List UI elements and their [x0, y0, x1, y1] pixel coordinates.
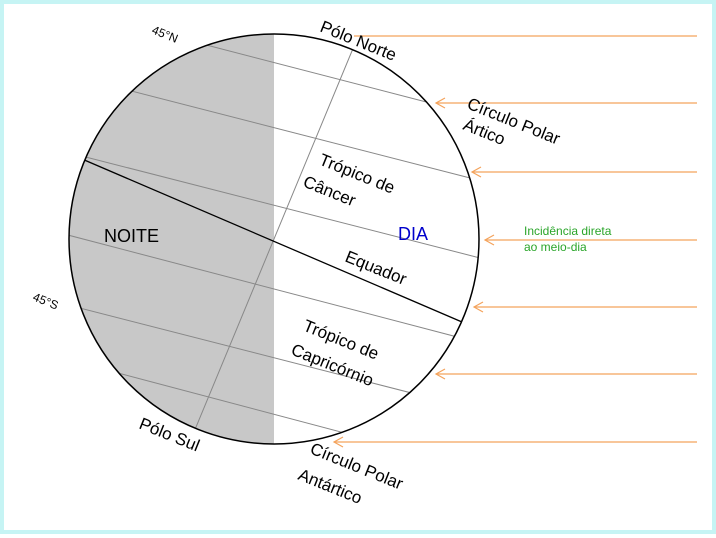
north-pole-latitude-line — [163, 34, 435, 105]
night-label: NOITE — [104, 226, 159, 246]
arrowhead — [470, 166, 482, 178]
arrowhead — [483, 234, 495, 246]
equator-line — [81, 158, 463, 323]
antarctic-circle-line — [69, 303, 475, 410]
equator-label: Equador — [343, 247, 410, 289]
latitude-45s-label: 45°S — [31, 290, 60, 313]
arrowhead — [434, 97, 446, 109]
day-label: DIA — [398, 224, 428, 244]
arrowhead — [434, 368, 446, 380]
sun-rays — [332, 35, 697, 448]
earth-axis-line — [188, 34, 360, 444]
earth-outline — [68, 33, 480, 445]
arrowhead — [332, 436, 344, 448]
arrowhead — [472, 301, 484, 313]
tropic-of-capricorn-line — [69, 233, 479, 345]
earth-insolation-diagram: Pólo Norte Círculo Polar Ártico Trópico … — [31, 17, 697, 508]
tropic-of-cancer-line — [73, 153, 479, 260]
direct-incidence-label-1: Incidência direta — [524, 224, 612, 238]
arctic-circle-line — [103, 83, 475, 180]
direct-incidence-label-2: ao meio-dia — [524, 240, 587, 254]
night-hemisphere — [69, 34, 274, 444]
latitude-45n-label: 45°N — [150, 23, 180, 46]
